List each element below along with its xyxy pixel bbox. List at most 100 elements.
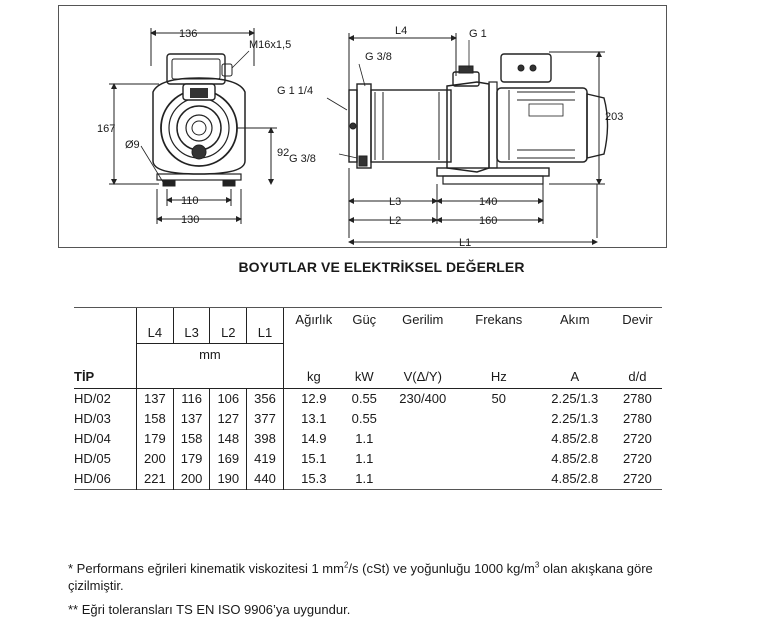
header-frequency: Frekans [460,307,537,343]
table-cell: 179 [172,448,210,469]
front-thread-label: M16x1,5 [249,39,291,51]
spec-table: L4 L3 L2 L1 Ağırlık Güç Gerilim Frekans … [74,307,662,492]
front-dim-hole: Ø9 [125,139,140,151]
table-cell [385,469,461,490]
table-cell: 230/400 [399,391,447,406]
table-cell: 127 [209,408,247,429]
table-cell: 190 [209,468,247,489]
table-cell: 15.1 [282,448,344,469]
table-cell: 106 [209,388,247,409]
table-cell: 440 [246,468,284,489]
row-type: HD/03 [74,411,111,426]
table-cell [385,429,461,449]
table-cell: 116 [172,388,210,409]
section-title: BOYUTLAR VE ELEKTRİKSEL DEĞERLER [238,259,525,275]
unit-hz: Hz [460,365,537,389]
front-dim-top: 136 [179,28,197,40]
side-port-g38-bottom: G 3/8 [289,153,316,165]
header-weight: Ağırlık [282,307,344,343]
side-dim-height: 203 [605,111,623,123]
footnote-1: * Performans eğrileri kinematik viskozit… [68,560,653,593]
table-cell: 2720 [622,431,652,446]
table-cell: 356 [246,388,284,409]
table-cell: 200 [172,468,210,489]
table-cell: 14.9 [282,428,344,449]
header-speed: Devir [612,307,662,343]
unit-voltage: V(Δ/Y) [384,365,461,389]
table-cell: 377 [246,408,284,429]
table-cell: 137 [172,408,210,429]
front-dim-base-inner: 110 [181,195,199,207]
side-view [326,33,609,245]
side-port-g38-top: G 3/8 [365,51,392,63]
header-power: Güç [343,307,385,343]
row-type: HD/02 [74,391,111,406]
table-cell: 2720 [622,471,652,486]
row-type: HD/04 [74,431,111,446]
header-blank [74,307,137,343]
footnote-2: ** Eğri toleransları TS EN ISO 9906’ya u… [68,602,351,617]
row-type: HD/05 [74,451,111,466]
table-cell: 1.1 [355,451,374,466]
front-dim-height: 167 [97,123,115,135]
side-port-g1-top: G 1 [469,28,487,40]
row-type: HD/06 [74,471,111,486]
table-cell: 4.85/2.8 [551,471,599,486]
table-cell: 148 [209,428,247,449]
technical-drawing: 136 M16x1,5 167 Ø9 92 110 130 [58,5,667,249]
side-dim-l1: L1 [459,237,471,249]
side-dim-l3: L3 [389,196,401,208]
table-cell: 1.1 [355,431,374,446]
table-cell [461,429,537,449]
header-l1: L1 [246,307,284,343]
table-cell [461,469,537,490]
side-dim-l4: L4 [395,25,407,37]
table-cell: 419 [246,448,284,469]
table-cell: 2780 [622,411,652,426]
table-cell: 221 [136,468,174,489]
table-cell: 2780 [622,391,652,406]
table-cell: 12.9 [282,388,344,409]
header-l3: L3 [172,307,210,343]
pump-drawing-svg: 136 M16x1,5 167 Ø9 92 110 130 [97,25,623,249]
tip-label: TİP [74,365,137,389]
table-cell: 4.85/2.8 [551,451,599,466]
table-cell: 2720 [622,451,652,466]
side-dim-160: 160 [479,215,497,227]
table-cell: 0.55 [351,411,377,426]
side-port-g114: G 1 1/4 [277,85,313,97]
header-l2: L2 [209,307,247,343]
table-cell: 50 [491,391,506,406]
table-cell: 15.3 [282,468,344,489]
table-cell: 179 [136,428,174,449]
table-cell: 169 [209,448,247,469]
table-cell: 158 [136,408,174,429]
front-dim-base-outer: 130 [181,214,199,226]
header-voltage: Gerilim [384,307,461,343]
table-cell: 200 [136,448,174,469]
footnotes: * Performans eğrileri kinematik viskozit… [68,560,708,618]
side-dim-l2: L2 [389,215,401,227]
table-cell [385,409,461,429]
table-cell: 2.25/1.3 [551,411,599,426]
side-dim-140: 140 [479,196,497,208]
table-cell: 158 [172,428,210,449]
header-l4: L4 [136,307,174,343]
table-cell [385,449,461,469]
table-cell: 398 [246,428,284,449]
table-cell [461,409,537,429]
unit-dd: d/d [612,365,662,389]
table-cell [461,449,537,469]
unit-mm: mm [136,342,284,366]
unit-kw: kW [343,365,385,389]
front-dim-axis: 92 [277,147,289,159]
header-current: Akım [536,307,613,343]
table-cell: 1.1 [355,471,374,486]
table-cell: 4.85/2.8 [551,431,599,446]
